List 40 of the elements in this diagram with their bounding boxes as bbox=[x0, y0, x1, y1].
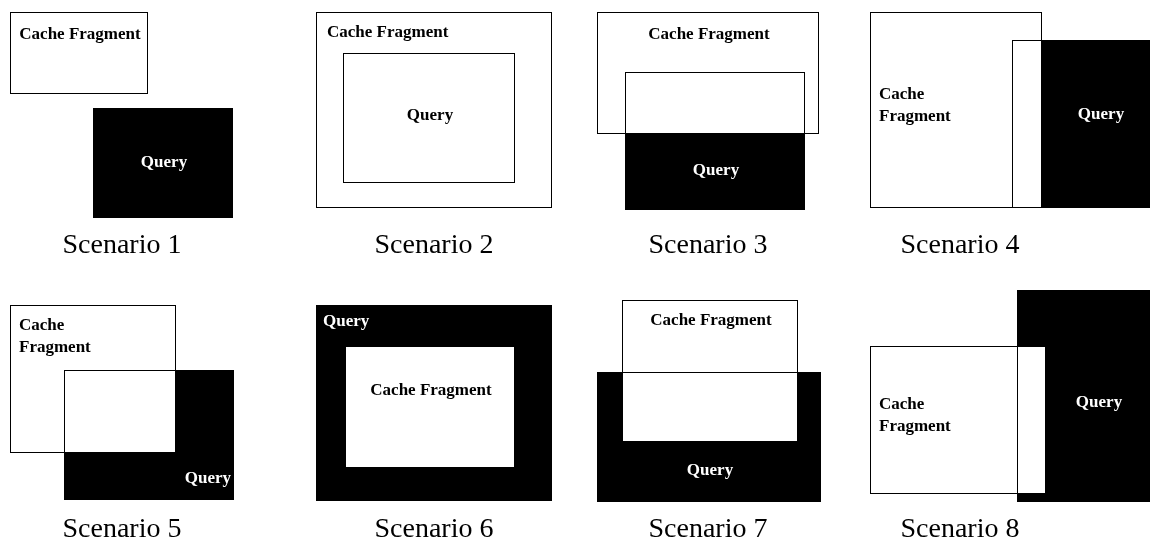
query-region bbox=[625, 72, 805, 210]
box-label: Cache Fragment bbox=[879, 83, 952, 127]
query-region bbox=[64, 370, 234, 500]
box-label: Cache Fragment bbox=[18, 23, 142, 45]
scenario-caption: Scenario 2 bbox=[373, 228, 495, 260]
box-label: Cache Fragment bbox=[327, 21, 450, 43]
box-label: Query bbox=[685, 459, 735, 481]
cache-fragment-box bbox=[345, 346, 515, 468]
box-label: Query bbox=[1074, 391, 1124, 413]
box-label: Cache Fragment bbox=[369, 379, 493, 401]
cache-fragment-box bbox=[870, 346, 1046, 494]
cache-fragment-box bbox=[343, 53, 515, 183]
scenario-caption: Scenario 4 bbox=[899, 228, 1021, 260]
scenario-caption: Scenario 1 bbox=[61, 228, 183, 260]
box-label: Cache Fragment bbox=[19, 314, 92, 358]
box-label: Query bbox=[691, 159, 741, 181]
cache-fragment-box bbox=[870, 12, 1042, 208]
cache-fragment-box bbox=[622, 300, 798, 442]
query-region bbox=[1017, 290, 1150, 502]
box-label: Query bbox=[139, 151, 189, 173]
scenario-caption: Scenario 5 bbox=[61, 512, 183, 544]
scenario-caption: Scenario 3 bbox=[647, 228, 769, 260]
scenario-caption: Scenario 8 bbox=[899, 512, 1021, 544]
box-label: Cache Fragment bbox=[879, 393, 952, 437]
cache-fragment-box bbox=[10, 12, 148, 94]
box-label: Query bbox=[323, 310, 371, 332]
query-region bbox=[597, 372, 821, 502]
scenario-caption: Scenario 6 bbox=[373, 512, 495, 544]
box-label: Query bbox=[1076, 103, 1126, 125]
box-label: Cache Fragment bbox=[647, 23, 771, 45]
box-label: Cache Fragment bbox=[649, 309, 773, 331]
cache-fragment-box bbox=[10, 305, 176, 453]
query-region bbox=[316, 305, 552, 501]
box-label: Query bbox=[405, 104, 455, 126]
query-region bbox=[1012, 40, 1150, 208]
scenario-caption: Scenario 7 bbox=[647, 512, 769, 544]
query-region bbox=[93, 108, 233, 218]
cache-fragment-box bbox=[316, 12, 552, 208]
cache-fragment-box bbox=[597, 12, 819, 134]
box-label: Query bbox=[183, 467, 231, 489]
